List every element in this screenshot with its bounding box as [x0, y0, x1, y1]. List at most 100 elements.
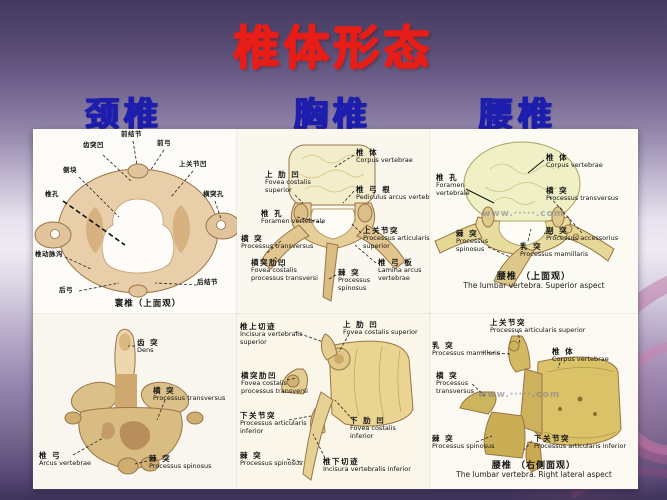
zh-text: 横突肋凹 — [241, 371, 277, 380]
label-processus-spinosus: 棘 突 Processus spinosus — [149, 454, 212, 471]
la-text: Pediculus arcus vertebrae — [356, 193, 430, 201]
label-anterior-tubercle: 前结节 — [121, 130, 142, 139]
zh-text: 下 肋 凹 — [350, 416, 386, 425]
la-text: Fovea costalis — [241, 379, 287, 387]
zh-text: 棘 突 — [338, 268, 361, 277]
la-text: superior — [240, 337, 267, 346]
la-text: superior — [265, 185, 292, 194]
thoracic-superior-bone-illustration — [260, 144, 406, 302]
label-pediculus-arcus: 椎 弓 根 Pediculus arcus vertebrae — [356, 185, 430, 202]
zh-text: 棘 突 — [240, 451, 263, 460]
zh-text: 椎上切迹 — [240, 322, 276, 331]
la-text: transversus — [436, 386, 475, 395]
la-text: Corpus vertebrae — [356, 156, 413, 164]
la-text: Dens — [137, 346, 154, 354]
label-foramen-vertebrale: 椎 孔 Foramen vertebrale — [261, 209, 325, 226]
cell-thoracic-superior: 椎 体 Corpus vertebrae 上 肋 凹 Fovea costali… — [236, 128, 431, 315]
la-text: Processus articularis — [240, 419, 307, 427]
label-dens: 齿 突 Dens — [137, 338, 159, 355]
la-text: inferior — [240, 426, 264, 435]
la-text: Processus transversus — [546, 194, 619, 202]
la-text: Processus transversus — [153, 394, 226, 402]
label-processus-mamillaris: 乳 突 Processus mamillaris — [520, 242, 588, 259]
column-label-lumbar: 腰椎 — [479, 95, 557, 135]
zh-text: 椎下切迹 — [323, 457, 359, 466]
label-fovea-dentis: 齿突凹 — [83, 141, 104, 150]
la-text: Processus spinosus — [240, 459, 303, 467]
la-text: Processus articularis inferior — [534, 442, 626, 450]
figure-caption-lumbar-lateral-en: The lumbar vertebra. Right lateral aspec… — [456, 470, 612, 479]
column-label-cervical: 颈椎 — [85, 95, 163, 135]
label-groove-vertebral-artery: 椎动脉沟 — [35, 250, 63, 259]
cell-axis: 齿 突 Dens 横 突 Processus transversus 椎 弓 A… — [32, 313, 238, 490]
figure-caption-lumbar-superior-zh: 腰椎 （上面观） — [496, 272, 572, 282]
thoracic-lateral-bone-illustration — [281, 331, 414, 481]
zh-text: 齿 突 — [137, 338, 160, 347]
label-incisura-vertebralis-inferior: 椎下切迹 Incisura vertebralis inferior — [323, 457, 411, 474]
lumbar-superior-bone-illustration — [434, 141, 615, 288]
figure-caption-atlas: 寰椎（上面观） — [114, 299, 182, 309]
label-processus-spinosus: 棘 突 Processus spinosus — [338, 268, 370, 293]
label-vertebral-foramen: 椎孔 — [45, 190, 59, 199]
label-processus-spinosus: 棘 突 Processus spinosus — [240, 451, 303, 468]
zh-text: 前弓 — [157, 139, 171, 147]
figure-caption-lumbar-lateral-zh: 腰椎 （右侧面观） — [491, 461, 577, 471]
watermark: www.·····.com — [478, 390, 561, 400]
la-text: Processus accessorius — [546, 234, 619, 242]
zh-text: 上 肋 凹 — [265, 170, 301, 179]
la-text: vertebrae — [378, 273, 410, 282]
cell-lumbar-lateral: 上关节突 Processus articularis superior 乳 突 … — [429, 313, 639, 490]
zh-text: 棘 突 — [149, 454, 172, 463]
zh-text: 横突肋凹 — [251, 258, 287, 267]
label-fovea-costalis-transversi: 横突肋凹 Fovea costalis processus transversi — [241, 371, 308, 396]
page-title: 椎体形态 — [233, 21, 434, 75]
la-text: Processus — [436, 379, 469, 387]
zh-text: 椎 体 — [356, 148, 379, 157]
zh-text: 椎 体 — [552, 347, 575, 356]
zh-text: 上关节突 — [490, 318, 526, 327]
label-processus-transversus: 横 突 Processus transversus — [546, 186, 618, 203]
label-fovea-costalis-transversi: 横突肋凹 Fovea costalis processus transversi — [251, 258, 318, 283]
label-anterior-arch: 前弓 — [157, 139, 171, 148]
zh-text: 椎 弓 根 — [356, 185, 392, 194]
label-fovea-costalis-inferior: 下 肋 凹 Fovea costalis inferior — [350, 416, 396, 441]
la-text: Fovea costalis — [265, 178, 311, 186]
la-text: processus transversi — [241, 386, 308, 395]
la-text: Fovea costalis — [350, 424, 396, 432]
zh-text: 后弓 — [59, 286, 73, 294]
la-text: Processus — [456, 237, 489, 245]
label-incisura-vertebralis-superior: 椎上切迹 Incisura vertebralis superior — [240, 322, 303, 347]
la-text: Processus spinosus — [149, 462, 212, 470]
la-text: Processus mamillaris — [520, 250, 589, 258]
la-text: Processus articularis superior — [490, 326, 586, 334]
zh-text: 椎 体 — [546, 153, 569, 162]
figure-panel: 齿突凹 前结节 前弓 侧块 椎孔 上关节凹 横突孔 椎动脉沟 后弓 后结节 寰椎… — [32, 128, 639, 490]
zh-text: 下关节突 — [240, 411, 276, 420]
label-lateral-mass: 侧块 — [63, 166, 77, 175]
label-processus-articularis-superior: 上关节突 Processus articularis superior — [490, 318, 585, 335]
zh-text: 横 突 — [546, 186, 569, 195]
watermark: www.·····.com — [482, 209, 565, 219]
cell-atlas-superior: 齿突凹 前结节 前弓 侧块 椎孔 上关节凹 横突孔 椎动脉沟 后弓 后结节 寰椎… — [32, 128, 238, 315]
zh-text: 侧块 — [63, 166, 77, 174]
figure-caption-lumbar-superior-en: The lumbar vertebra. Superior aspect — [463, 281, 605, 290]
label-transverse-foramen: 横突孔 — [203, 190, 224, 199]
zh-text: 上关节凹 — [179, 160, 207, 168]
la-text: Processus spinosus — [432, 442, 495, 450]
zh-text: 椎 弓 — [39, 451, 62, 460]
la-text: Incisura vertebralis inferior — [323, 465, 411, 473]
atlas-bone-illustration — [34, 140, 237, 298]
label-posterior-arch: 后弓 — [59, 286, 73, 295]
zh-text: 乳 突 — [520, 242, 543, 251]
label-processus-spinosus: 棘 突 Processus spinosus — [456, 229, 488, 254]
zh-text: 椎 孔 — [436, 173, 459, 182]
label-fovea-costalis-superior: 上 肋 凹 Fovea costalis superior — [265, 170, 311, 195]
zh-text: 乳 突 — [432, 341, 455, 350]
cell-thoracic-lateral: 椎上切迹 Incisura vertebralis superior 上 肋 凹… — [236, 313, 431, 490]
la-text: Incisura vertebralis — [240, 330, 303, 338]
zh-text: 椎孔 — [45, 190, 59, 198]
lumbar-lateral-bone-illustration — [459, 329, 622, 473]
zh-text: 椎 孔 — [261, 209, 284, 218]
zh-text: 上关节突 — [363, 226, 399, 235]
